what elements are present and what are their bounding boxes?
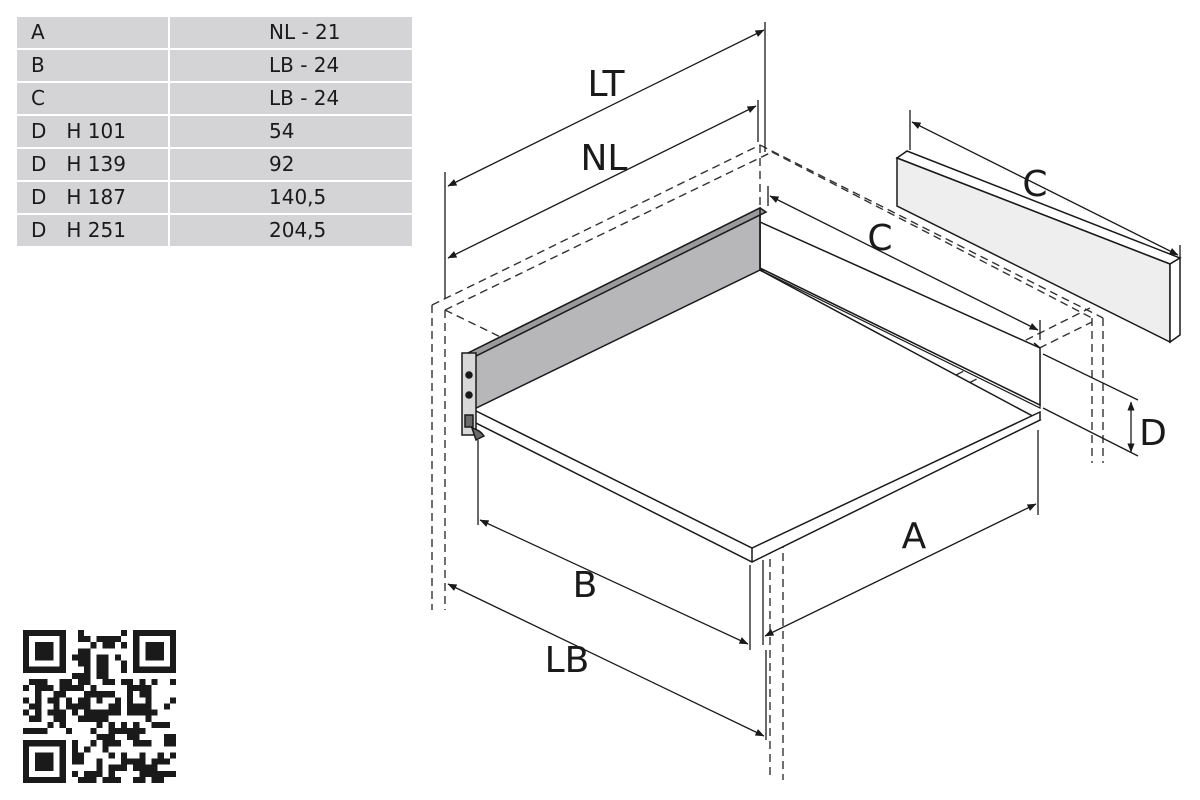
formula-cell: 140,5 [169, 181, 412, 215]
qr-code-icon [23, 630, 176, 783]
table-row: B LB - 24 [17, 49, 412, 83]
label-c-panel: C [1022, 164, 1047, 205]
label-lt: LT [587, 64, 625, 105]
formula-cell: NL - 21 [169, 17, 412, 50]
formula-cell: 204,5 [169, 214, 412, 248]
table-row: A NL - 21 [17, 17, 412, 50]
label-nl: NL [581, 138, 628, 179]
dimension-cell: A [17, 17, 170, 50]
label-c-drawer: C [867, 218, 892, 259]
dimension-cell: C [17, 82, 170, 116]
formula-cell: LB - 24 [169, 49, 412, 83]
dimension-lines [444, 22, 1181, 740]
formula-cell: LB - 24 [169, 82, 412, 116]
formula-cell: 92 [169, 148, 412, 182]
label-lb: LB [545, 640, 590, 681]
drawer-box [461, 206, 1042, 563]
dimension-cell: B [17, 49, 170, 83]
label-a: A [902, 516, 927, 557]
label-b: B [573, 565, 598, 606]
table-row: C LB - 24 [17, 82, 412, 116]
label-d: D [1139, 413, 1167, 454]
formula-cell: 54 [169, 115, 412, 149]
